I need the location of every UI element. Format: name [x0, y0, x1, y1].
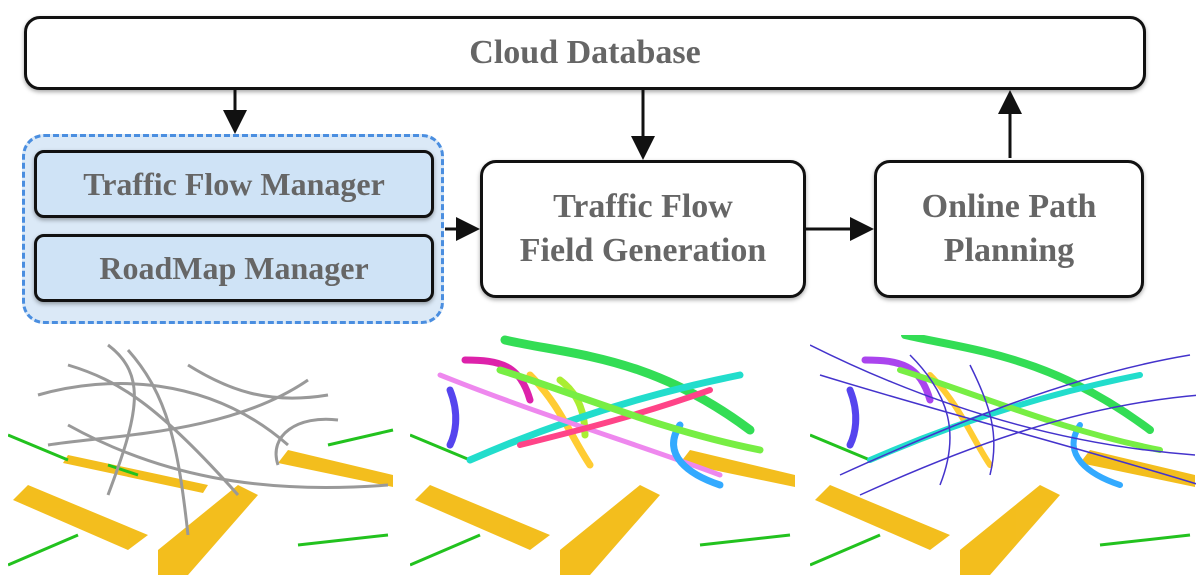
path-planning-panel	[810, 335, 1196, 575]
roadmap-manager-box: RoadMap Manager	[34, 234, 434, 302]
roadmap-panel	[8, 343, 394, 575]
tffg-line2: Field Generation	[519, 232, 767, 269]
traffic-flow-field-panel	[410, 335, 795, 575]
traffic-flow-field-generation-box: Traffic Flow Field Generation	[480, 160, 806, 298]
tffg-line1: Traffic Flow	[553, 188, 733, 225]
road-markings-green	[810, 433, 1191, 567]
road-markings-green	[8, 428, 394, 567]
cloud-database-label: Cloud Database	[469, 34, 701, 71]
cloud-database-box: Cloud Database	[24, 16, 1146, 90]
traffic-flow-manager-box: Traffic Flow Manager	[34, 150, 434, 218]
lane-curves-gray	[37, 343, 389, 536]
opp-line1: Online Path	[921, 188, 1097, 225]
road-markings-green	[410, 433, 791, 567]
roadmap-manager-label: RoadMap Manager	[99, 249, 369, 286]
road-base	[13, 450, 393, 575]
road-base	[415, 450, 795, 575]
traffic-flow-manager-label: Traffic Flow Manager	[83, 165, 385, 202]
planned-paths	[810, 344, 1196, 496]
road-base	[815, 450, 1195, 575]
online-path-planning-box: Online Path Planning	[874, 160, 1144, 298]
opp-line2: Planning	[943, 232, 1075, 269]
flow-field-curves	[437, 335, 764, 489]
flow-arrows	[223, 90, 1022, 241]
